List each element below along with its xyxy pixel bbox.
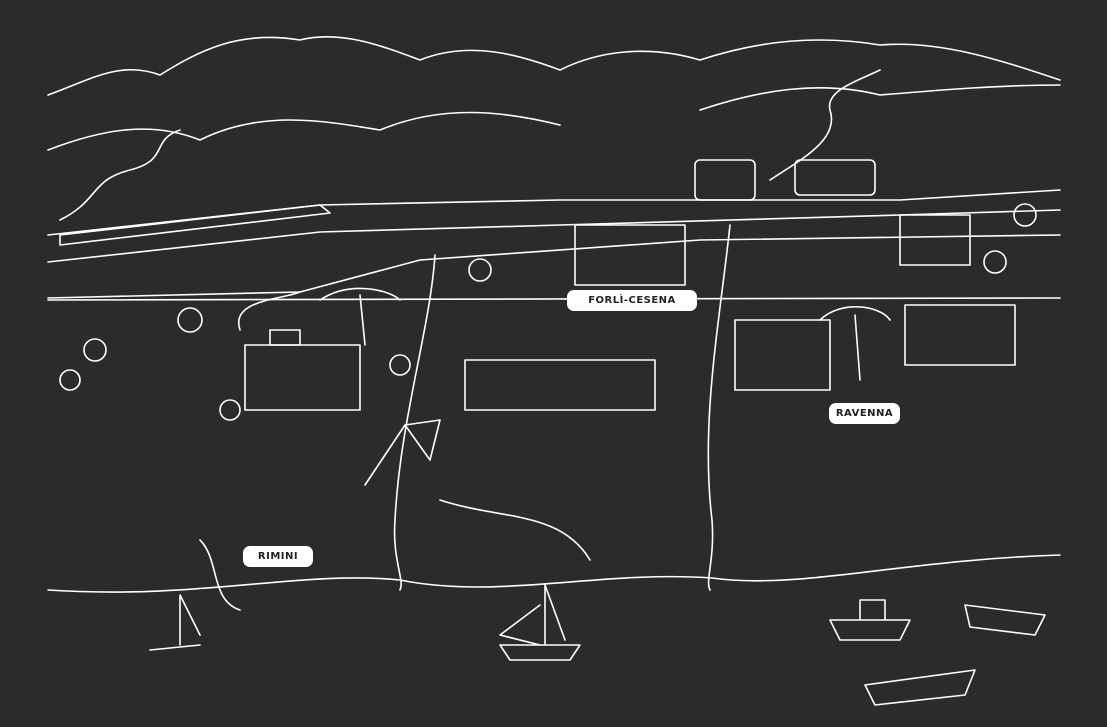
buildings bbox=[244, 159, 1016, 411]
label-ravenna[interactable]: RAVENNA bbox=[829, 403, 900, 424]
railway bbox=[47, 189, 1061, 263]
coastline bbox=[47, 499, 1061, 611]
main-road bbox=[47, 234, 1061, 301]
boats bbox=[149, 584, 1046, 706]
province-borders bbox=[237, 224, 731, 591]
label-rimini[interactable]: RIMINI bbox=[243, 546, 313, 567]
label-forli-cesena[interactable]: FORLÌ-CESENA bbox=[567, 290, 697, 311]
trees bbox=[59, 203, 1037, 421]
mountains bbox=[47, 35, 1061, 151]
river-top bbox=[59, 69, 881, 221]
kite bbox=[364, 419, 441, 486]
